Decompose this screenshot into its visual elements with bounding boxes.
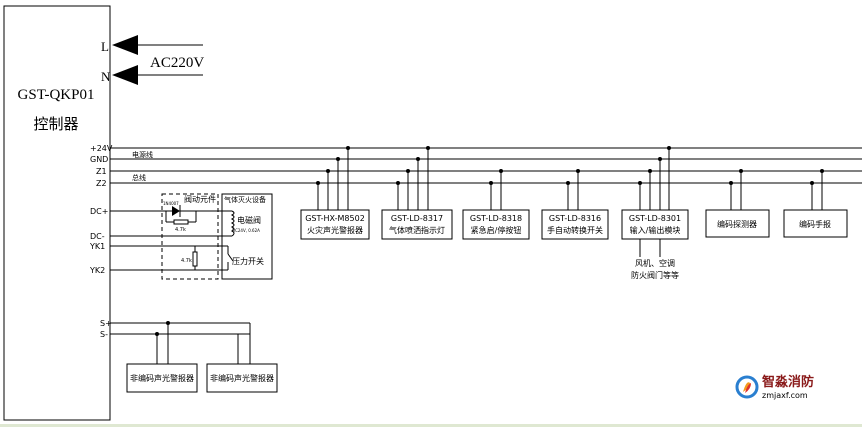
resistor-top-label: 4.7k: [175, 227, 186, 233]
device-sounder: GST-HX-M8502 火灾声光警报器: [300, 146, 370, 240]
bus-line-label: 总线: [132, 173, 146, 182]
sounder-2: 非编码声光警报器: [206, 323, 278, 393]
device-model: GST-HX-M8502: [305, 214, 365, 223]
device-desc: 火灾声光警报器: [307, 225, 363, 235]
controller-name: 控制器: [33, 115, 78, 133]
resistor-top: [173, 219, 189, 225]
terminal-z1: Z1: [96, 167, 107, 176]
logo-ring-icon: [735, 375, 759, 399]
module-note-2: 防火阀门等等: [631, 270, 679, 280]
solenoid-label: 电磁阀: [237, 215, 261, 225]
device-desc: 输入/输出模块: [630, 225, 681, 235]
ac-input-label: AC220V: [150, 55, 204, 71]
device-desc: 气体喷洒指示灯: [389, 225, 445, 235]
bottom-border: [0, 424, 862, 427]
extinguisher-circuit: 阀动元件 气体灭火设备 1N4007 4.7k 电磁阀 DC24V, 0.62A…: [110, 193, 273, 280]
terminal-N: N: [101, 69, 111, 84]
resistor-mid: [192, 251, 198, 267]
terminal-dcp: DC+: [90, 207, 108, 216]
solenoid-sub: DC24V, 0.62A: [232, 228, 260, 233]
arrow-L-icon: [112, 35, 138, 55]
diode-icon: [172, 206, 180, 216]
device-desc: 编码探测器: [717, 219, 757, 229]
terminal-dcm: DC-: [90, 232, 105, 241]
terminal-gnd: GND: [90, 155, 108, 164]
device-indicator: GST-LD-8317 气体喷洒指示灯: [381, 146, 453, 240]
logo-name: 智淼消防: [762, 374, 814, 390]
device-io-module: GST-LD-8301 输入/输出模块 风机、空调 防火阀门等等: [621, 146, 689, 280]
device-model: GST-LD-8301: [629, 214, 681, 223]
device-desc: 紧急启/停按钮: [471, 225, 522, 235]
device-desc: 编码手报: [799, 219, 831, 229]
terminal-L: L: [101, 39, 109, 54]
extinguisher-title: 气体灭火设备: [224, 195, 266, 204]
device-call-point: 编码手报: [783, 169, 848, 238]
module-note-1: 风机、空调: [635, 258, 675, 268]
terminal-24v: +24V: [90, 144, 113, 153]
diode-tag: 1N4007: [163, 201, 179, 206]
pressure-switch-icon: [227, 253, 234, 262]
sounder-desc: 非编码声光警报器: [130, 373, 194, 383]
terminal-yk2: YK2: [89, 266, 105, 275]
device-mode-switch: GST-LD-8316 手自动转换开关: [541, 169, 609, 240]
device-model: GST-LD-8317: [391, 214, 443, 223]
terminal-z2: Z2: [96, 179, 107, 188]
pressure-switch-label: 压力开关: [232, 256, 264, 266]
power-line-label: 电源线: [132, 150, 153, 159]
device-detector: 编码探测器: [705, 169, 770, 238]
sounder-desc: 非编码声光警报器: [210, 373, 274, 383]
arrow-N-icon: [112, 65, 138, 85]
device-model: GST-LD-8318: [470, 214, 522, 223]
valve-element-label: 阀动元件: [184, 194, 216, 204]
device-model: GST-LD-8316: [549, 214, 601, 223]
controller-box: [3, 5, 111, 421]
brand-logo: 智淼消防 zmjaxf.com: [735, 374, 814, 400]
coil-icon: [230, 210, 235, 237]
terminal-sp: S+: [100, 319, 112, 328]
controller-model: GST-QKP01: [18, 87, 95, 103]
device-desc: 手自动转换开关: [547, 225, 603, 235]
resistor-mid-label: 4.7k: [181, 258, 192, 264]
terminal-sm: S-: [100, 330, 108, 339]
sounder-1: 非编码声光警报器: [126, 323, 198, 393]
terminal-yk1: YK1: [89, 242, 105, 251]
logo-url: zmjaxf.com: [762, 391, 808, 400]
device-emergency-button: GST-LD-8318 紧急启/停按钮: [462, 169, 530, 240]
